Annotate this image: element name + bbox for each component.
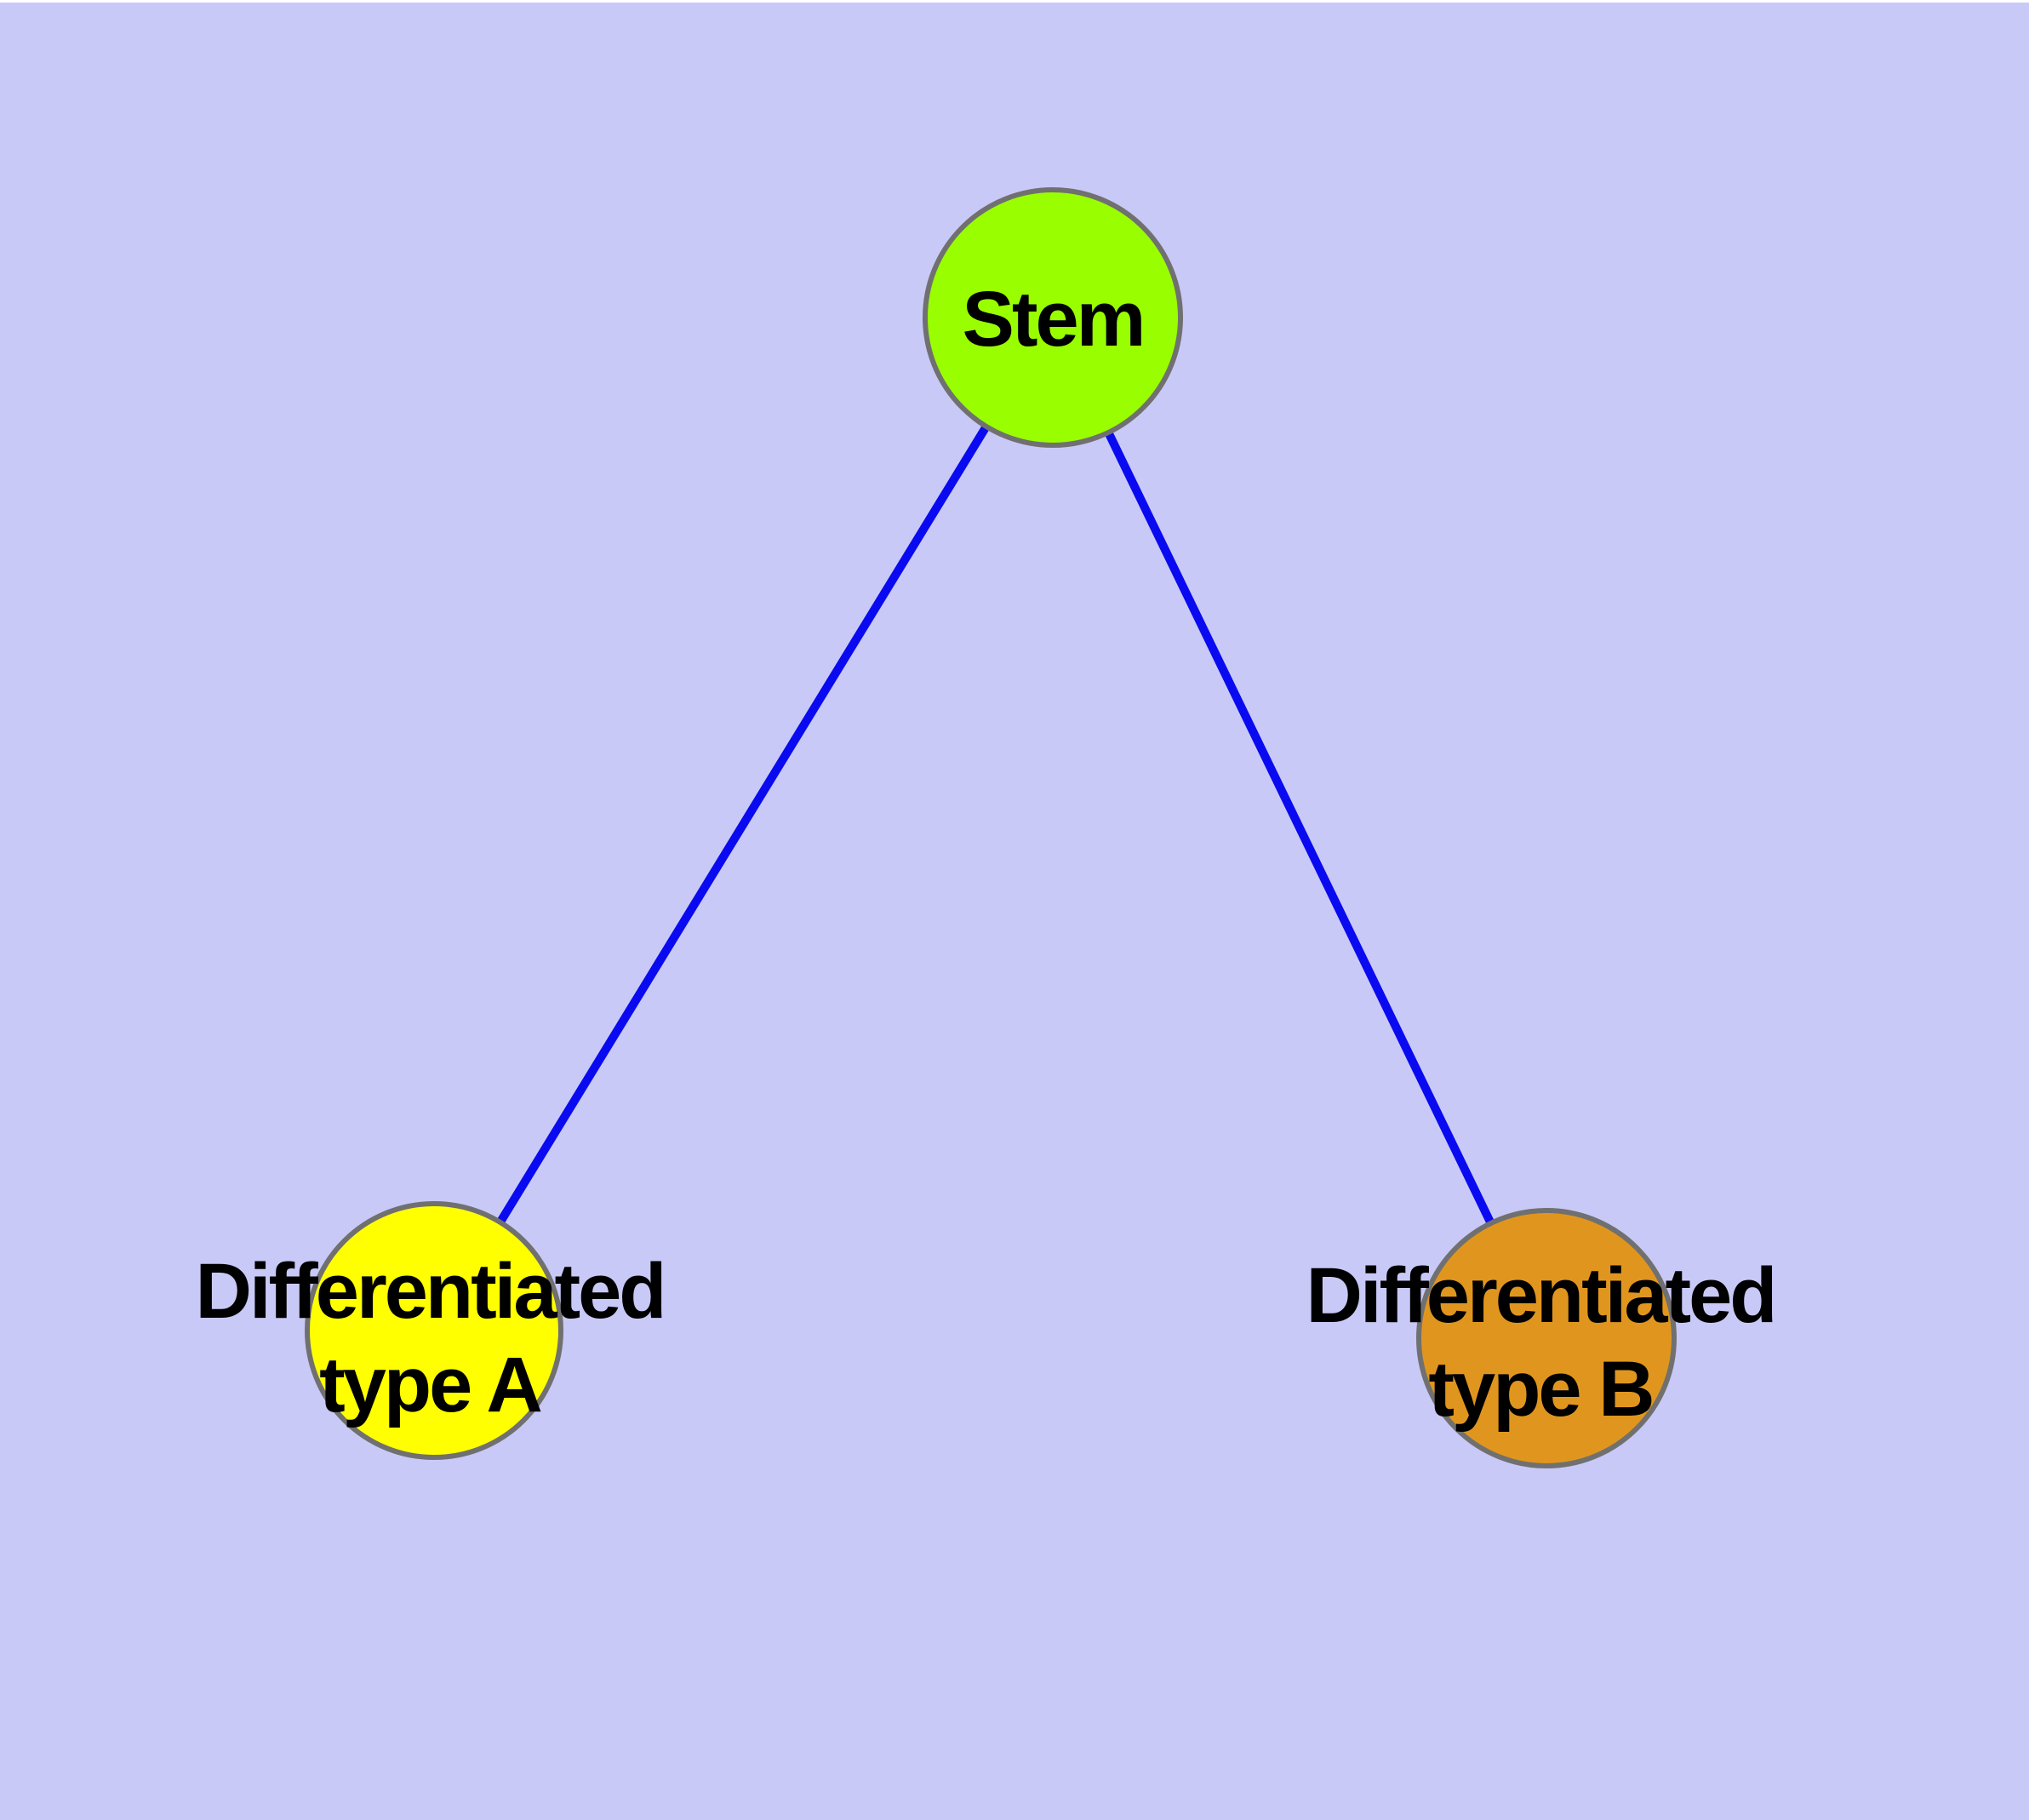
edge-stem-to-type-b bbox=[1049, 315, 1551, 1341]
node-type-a-label-line2: type A bbox=[319, 1342, 541, 1428]
node-type-a-label-line1: Differentiated bbox=[196, 1248, 665, 1335]
edge-stem-to-type-a bbox=[430, 315, 1057, 1333]
node-stem-circle bbox=[923, 187, 1183, 448]
node-stem-label: Stem bbox=[963, 276, 1144, 363]
node-type-a-circle bbox=[305, 1201, 563, 1460]
node-type-b-label-line1: Differentiated bbox=[1306, 1252, 1775, 1339]
node-type-b-label-line2: type B bbox=[1428, 1346, 1652, 1433]
node-type-b-circle bbox=[1416, 1208, 1677, 1468]
